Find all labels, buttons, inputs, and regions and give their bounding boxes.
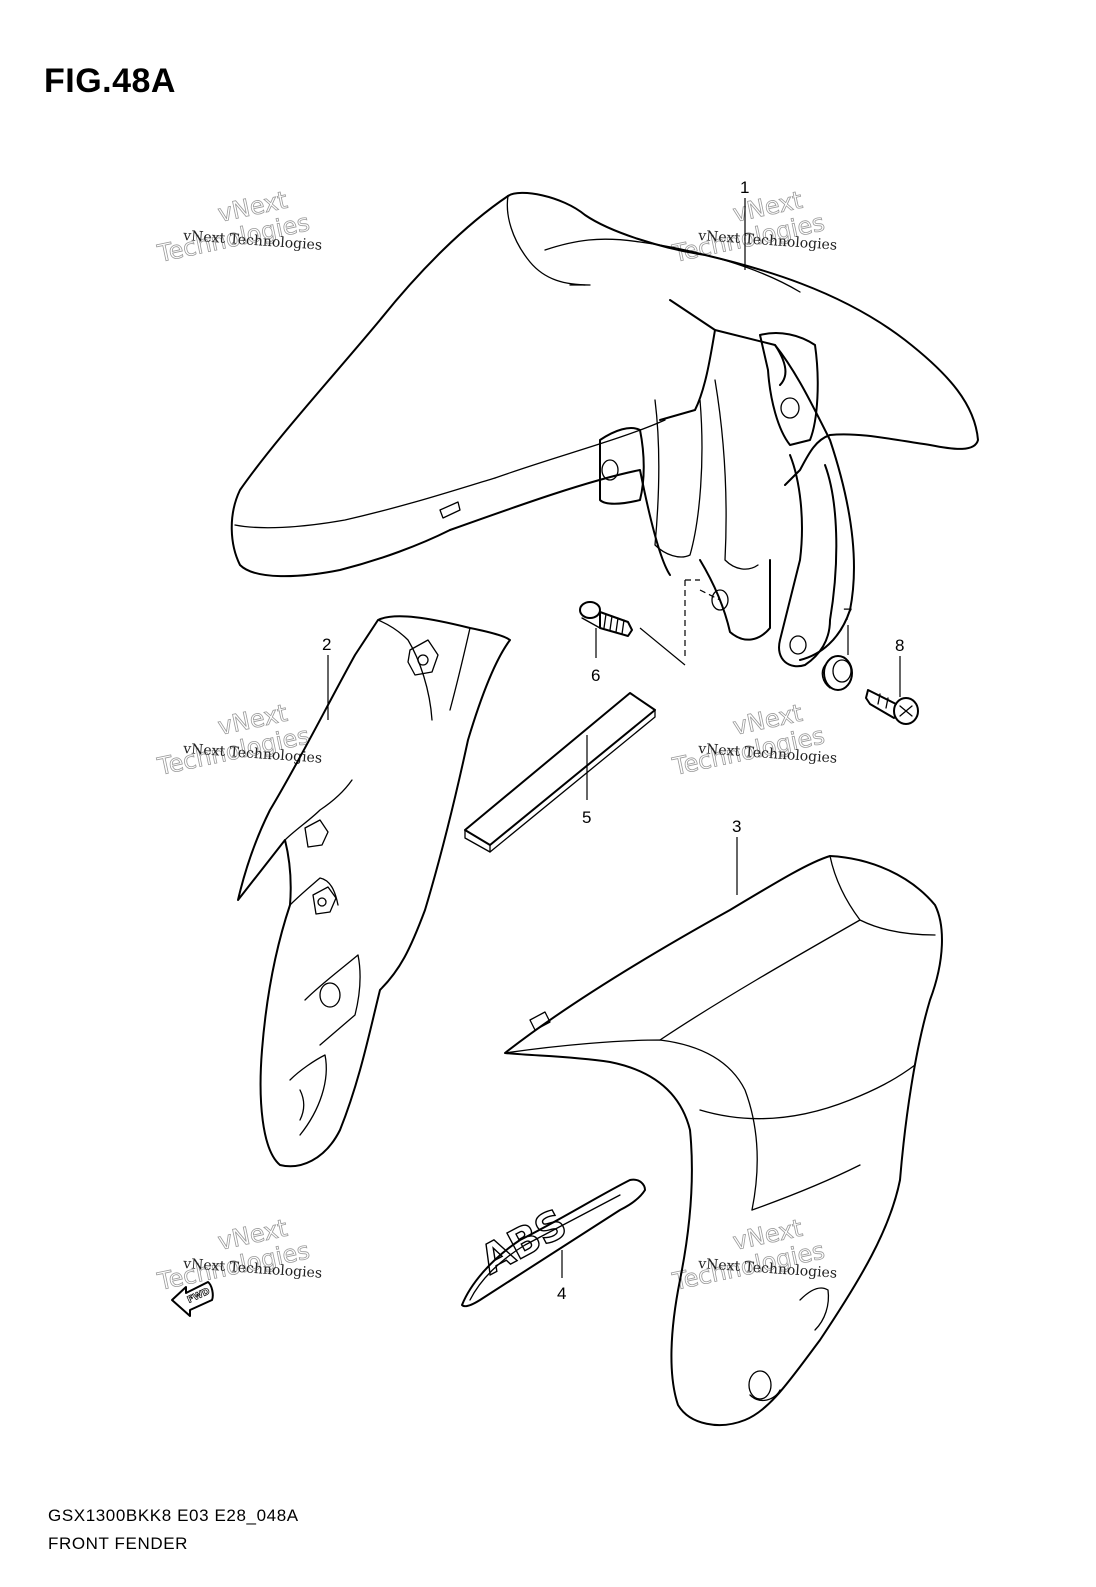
watermark-bottom-right: vNext Technologies vNext Technologies	[669, 1214, 838, 1297]
watermark-middle-left: vNext Technologies vNext Technologies	[154, 699, 323, 782]
part-front-fender	[230, 191, 979, 668]
watermark-top-left: vNext Technologies vNext Technologies	[154, 186, 323, 269]
part-bolt	[865, 689, 919, 725]
part-fender-inner-panel	[237, 615, 511, 1168]
callout-numbers: 1 2 3 4 5 6 7 8	[322, 178, 904, 1303]
callout-4: 4	[557, 1284, 566, 1303]
watermark-group: vNext Technologies vNext Technologies vN…	[154, 186, 838, 1297]
section-name-label: FRONT FENDER	[48, 1534, 189, 1553]
part-fender-outer-cover	[504, 855, 943, 1426]
callout-5: 5	[582, 808, 591, 827]
watermark-bottom-left: vNext Technologies vNext Technologies	[154, 1214, 323, 1297]
part-grommet	[821, 655, 853, 691]
watermark-top-right: vNext Technologies vNext Technologies	[669, 186, 838, 269]
callout-6: 6	[591, 666, 600, 685]
leader-lines	[327, 198, 901, 1278]
part-screw	[579, 601, 633, 637]
model-code-label: GSX1300BKK8 E03 E28_048A	[48, 1506, 299, 1525]
part-cushion-strip	[464, 692, 656, 853]
callout-7: 7	[843, 605, 852, 624]
figure-title: FIG.48A	[44, 62, 176, 100]
part-abs-emblem: ABS	[461, 1178, 646, 1308]
callout-1: 1	[740, 178, 749, 197]
callout-3: 3	[732, 817, 741, 836]
callout-8: 8	[895, 636, 904, 655]
callout-2: 2	[322, 635, 331, 654]
watermark-middle-right: vNext Technologies vNext Technologies	[669, 699, 838, 782]
